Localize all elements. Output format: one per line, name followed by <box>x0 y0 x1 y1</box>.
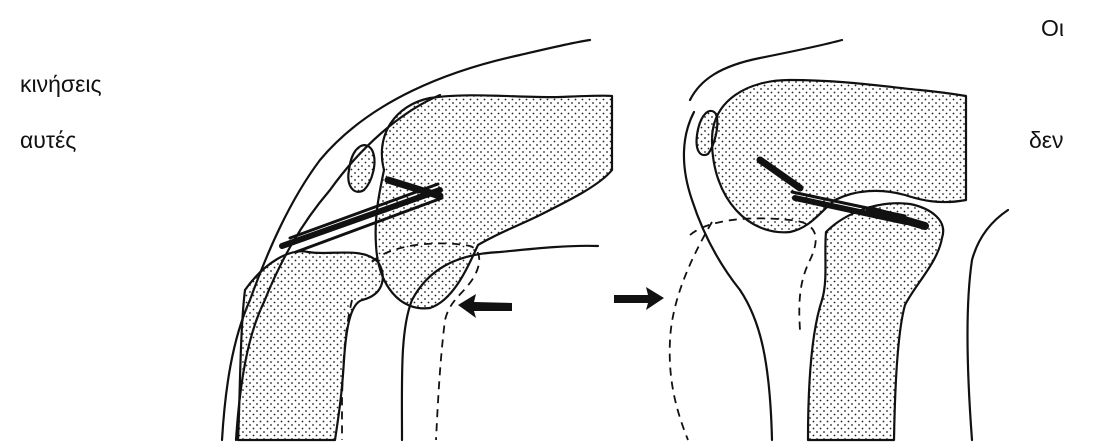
tibia <box>238 251 383 440</box>
shin-outline <box>740 290 772 440</box>
calf-outline <box>968 210 1009 440</box>
patella <box>348 145 374 192</box>
calf-outline <box>402 246 598 440</box>
tibia <box>808 203 943 440</box>
knee-extension-diagram <box>614 40 1008 440</box>
knee-flexion-diagram <box>222 40 612 440</box>
arrow-left-icon <box>458 294 512 318</box>
dashed-outline-2 <box>670 222 712 440</box>
arrow-right-icon <box>614 287 664 310</box>
